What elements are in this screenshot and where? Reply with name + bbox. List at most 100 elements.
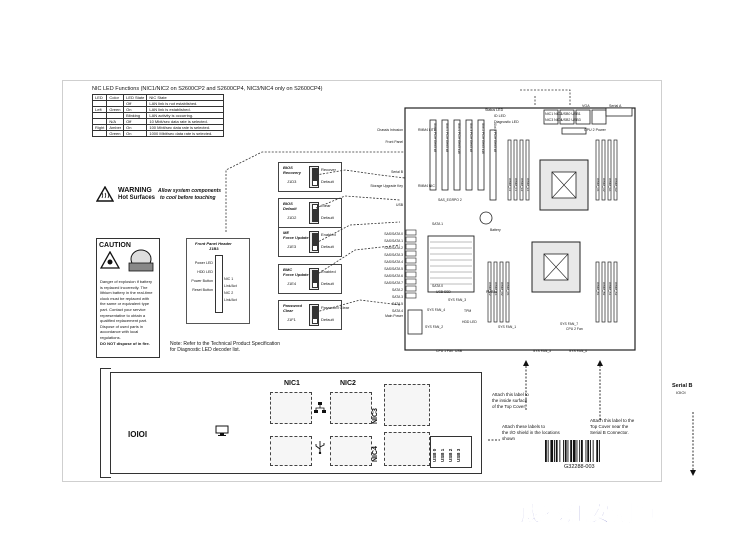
- barcode-bar: [559, 440, 561, 462]
- board-top-label: USB2 USB3: [561, 118, 581, 122]
- jumper-name-2: Force Update: [283, 272, 309, 277]
- callout-line: Serial B Connector.: [590, 430, 629, 435]
- nic-led-cell: [91, 130, 108, 137]
- watermark: 成都江安创恒: [520, 502, 658, 527]
- barcode-bar: [596, 440, 599, 462]
- battery-coin-icon: [128, 249, 154, 272]
- jumper-pin: [312, 174, 318, 180]
- jumper-pin: [312, 312, 318, 318]
- warning-triangle-icon: [96, 186, 114, 202]
- usb-label-block: [430, 436, 472, 468]
- board-inner-label: SATA 1: [432, 222, 443, 226]
- usb-label: USB 3: [456, 448, 461, 462]
- dimm-label: DIMM_B1: [595, 282, 600, 296]
- caution-line: Dispose of used parts in: [100, 323, 143, 329]
- usb01-port: [270, 436, 312, 466]
- board-left-label: SATA 4: [392, 309, 403, 313]
- caution-line: representative to obtain a: [100, 312, 146, 318]
- callout-line: of the Top Cover.: [492, 404, 526, 409]
- jumper-option-1: Enabled: [321, 232, 336, 237]
- dimm-label: DIMM_C2: [487, 282, 492, 296]
- callout-line: Attach this label to the: [590, 418, 635, 423]
- warning-text-1: Allow system components: [158, 188, 222, 194]
- board-left-label: SAS/SATA 6: [384, 274, 403, 278]
- dimm-slots-upper: [507, 139, 618, 201]
- serial-b-title: Serial B: [672, 383, 693, 389]
- front-panel-subtitle: J1B3: [209, 246, 219, 251]
- barcode-bar: [570, 440, 572, 462]
- board-top-label: USB0 USB1: [561, 112, 581, 116]
- board-top-label: NIC3 NIC4: [545, 118, 563, 122]
- board-inner-label: TPM: [464, 309, 472, 313]
- explosion-warning-icon: [100, 251, 120, 269]
- jumper-id: J1F1: [287, 317, 296, 322]
- callout-line: Attach these labels to: [502, 424, 546, 429]
- barcode-bar: [567, 440, 569, 462]
- callout-line: shown: [502, 436, 516, 441]
- board-inner-label: SYS FAN_5: [533, 349, 552, 353]
- front-panel-right-label: Link/Act: [224, 284, 237, 288]
- dimm-label: DIMM_D1: [505, 282, 510, 296]
- dimm-label: DIMM_H1: [595, 178, 600, 192]
- board-left-label: SAS/SATA 1: [384, 239, 403, 243]
- board-inner-label: SYS FAN_1: [498, 325, 517, 329]
- io-shield-bracket: [100, 368, 111, 478]
- callout-arrows: [488, 365, 694, 470]
- nic-led-title: NIC LED Functions (NIC1/NIC2 on S2600CP2…: [92, 86, 323, 92]
- jumper-pin: [312, 276, 318, 282]
- callout-line: the inside surface: [492, 398, 528, 403]
- nic2-port: [330, 392, 372, 424]
- caution-line: the same or equivalent type: [100, 301, 150, 307]
- jumper-id: J1D2: [287, 215, 297, 220]
- board-inner-label: SYS FAN_7: [560, 322, 579, 326]
- jumper-option-2: Default: [321, 317, 334, 322]
- barcode-bar: [563, 440, 564, 462]
- main-power-connector: [407, 309, 423, 335]
- board-left-label: SAS/SATA 3: [384, 253, 403, 257]
- jumper-pin: [312, 245, 318, 251]
- caution-line: lithium battery in the real-time: [100, 290, 153, 296]
- warning-title: WARNING: [118, 187, 152, 194]
- caution-line: regulations.: [100, 335, 121, 340]
- callout-line: the I/O shield in the locations: [502, 430, 560, 435]
- caution-line: Danger of explosion if battery: [100, 279, 153, 284]
- board-inner-label: CPU 2 Fan: [566, 327, 583, 331]
- dimm-label: DIMM_G2: [613, 178, 618, 192]
- nic2-label: NIC2: [340, 380, 356, 387]
- barcode-bar: [554, 440, 555, 462]
- jumper-pin: [312, 168, 318, 174]
- jumper-id: J1E4: [287, 281, 297, 286]
- jumper-option-2: Default: [321, 281, 334, 286]
- nic1-label: NIC1: [284, 380, 300, 387]
- barcode-bar: [547, 440, 549, 462]
- front-panel-pins: [215, 255, 223, 313]
- jumper-pin: [312, 306, 318, 312]
- caution-line: part. Contact your service: [100, 307, 146, 312]
- dimm-label: DIMM_G1: [607, 178, 612, 192]
- caution-line: accordance with local: [100, 329, 139, 335]
- barcode-bar: [555, 440, 558, 462]
- barcode: [545, 440, 600, 462]
- usb-label: USB 0: [432, 448, 437, 462]
- serial-port-icon: IOIOI: [128, 430, 148, 439]
- nic4-port: [384, 432, 430, 466]
- jumper-option-1: Recover: [321, 167, 336, 172]
- jumper-name-1: BIOS: [283, 165, 293, 170]
- jumper-name-1: BMC: [283, 267, 293, 272]
- board-left-label: Front Panel: [385, 140, 403, 144]
- board-top-label: CPU 2 Power: [584, 128, 606, 132]
- barcode-bar: [585, 440, 587, 462]
- battery: [479, 211, 493, 225]
- jumper-pin: [312, 318, 318, 324]
- jumper-pin: [312, 216, 318, 222]
- board-inner-label: SATA 0: [432, 284, 443, 288]
- warning-text-2: to cool before touching: [160, 195, 216, 201]
- board-inner-label: RMM4 NIC: [418, 184, 435, 188]
- arrow-heads: [523, 360, 696, 476]
- jumper-option-1: Clear: [321, 203, 331, 208]
